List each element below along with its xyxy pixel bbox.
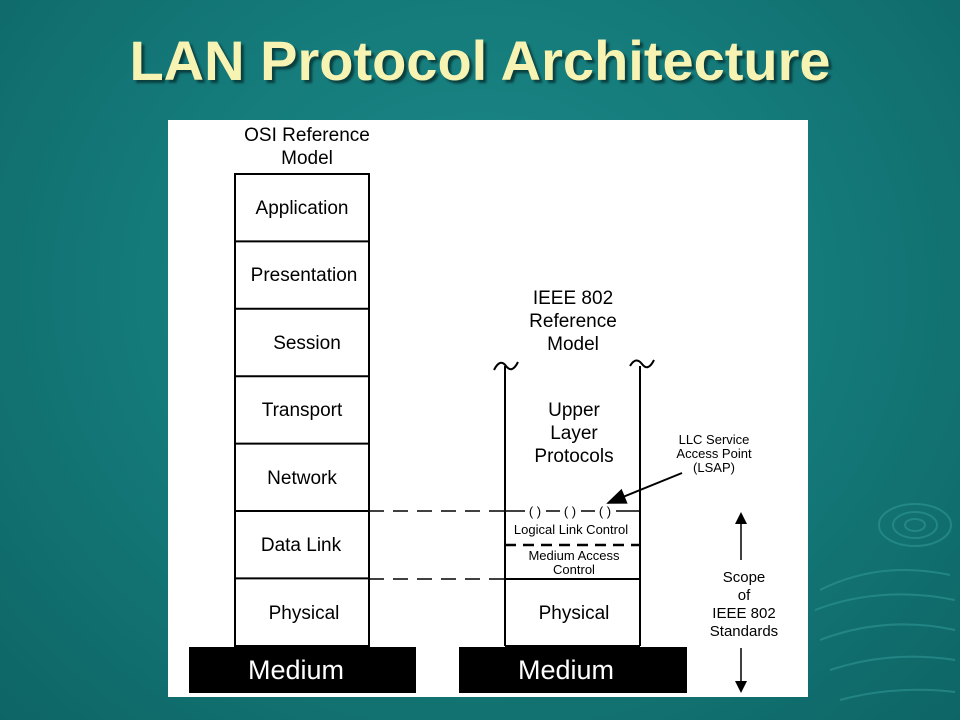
ieee-physical-label: Physical <box>539 603 610 624</box>
sap-glyph-1: ( ) <box>529 504 541 519</box>
ieee-heading-line2: Reference <box>529 311 617 332</box>
lsap-arrow <box>606 472 683 504</box>
osi-layer-data-link: Data Link <box>261 535 342 556</box>
sap-glyph-3: ( ) <box>599 504 611 519</box>
scope-arrow-up-icon <box>735 512 747 524</box>
upper-layer-line2: Layer <box>550 423 598 444</box>
ieee-break-left-icon <box>493 361 519 371</box>
slide-title: LAN Protocol Architecture <box>129 29 831 92</box>
ieee-medium-bar <box>459 647 687 693</box>
upper-layer-line3: Protocols <box>534 446 613 467</box>
osi-layer-transport: Transport <box>262 400 343 421</box>
osi-layer-application: Application <box>256 198 349 219</box>
osi-heading-line2: Model <box>281 148 333 169</box>
scope-label-line4: Standards <box>710 623 778 640</box>
osi-medium-label: Medium <box>248 655 344 685</box>
ieee-heading-line1: IEEE 802 <box>533 288 613 309</box>
ieee-break-right-icon <box>629 359 655 369</box>
osi-stack <box>234 173 370 647</box>
correspondence-lines <box>369 510 504 580</box>
ieee-heading-line3: Model <box>547 334 599 355</box>
protocol-diagram: OSI Reference Model Application Presenta… <box>189 125 778 693</box>
llc-label: Logical Link Control <box>514 522 628 537</box>
osi-layer-presentation: Presentation <box>251 265 358 286</box>
osi-heading-line1: OSI Reference <box>244 125 370 146</box>
scope-label-line3: IEEE 802 <box>712 605 775 622</box>
upper-layer-line1: Upper <box>548 400 600 421</box>
ieee-medium-label: Medium <box>518 655 614 685</box>
lsap-label-line2: Access Point <box>676 446 752 461</box>
osi-layer-network: Network <box>267 468 337 489</box>
lsap-label-line1: LLC Service <box>679 432 750 447</box>
mac-label-line2: Control <box>553 562 595 577</box>
diagram-panel: OSI Reference Model Application Presenta… <box>168 120 808 697</box>
lsap-label-line3: (LSAP) <box>693 460 735 475</box>
sap-glyph-2: ( ) <box>564 504 576 519</box>
scope-label-line2: of <box>738 587 751 604</box>
osi-layer-session: Session <box>273 333 341 354</box>
scope-arrow-down-icon <box>735 681 747 693</box>
ieee-stack <box>493 359 655 647</box>
scope-label-line1: Scope <box>723 569 766 586</box>
osi-layer-physical: Physical <box>269 603 340 624</box>
mac-label-line1: Medium Access <box>528 548 620 563</box>
osi-medium-bar <box>189 647 416 693</box>
